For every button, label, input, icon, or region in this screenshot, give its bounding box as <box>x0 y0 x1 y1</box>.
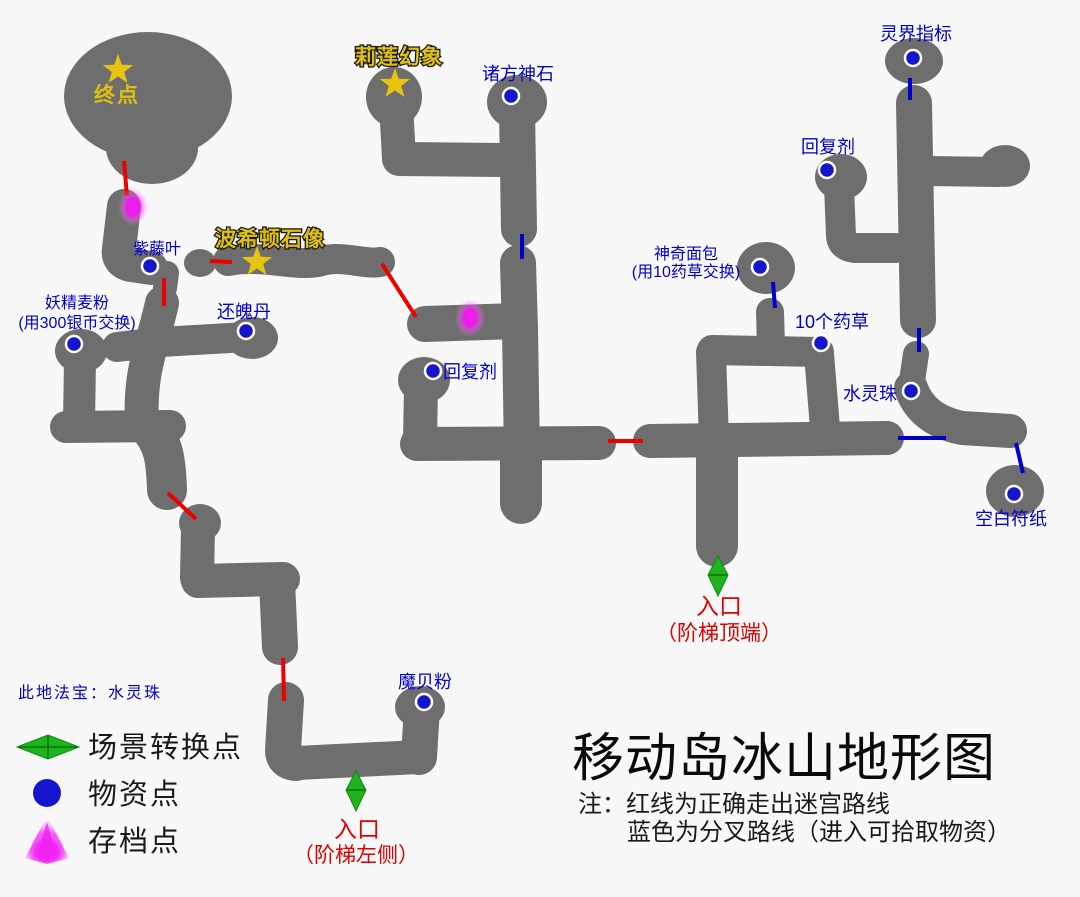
label-recovery-mid: 回复剂 <box>443 362 497 382</box>
red-segment <box>380 262 418 319</box>
right-column <box>896 85 936 338</box>
red-segment <box>166 491 198 521</box>
label-spirit-indicator: 灵界指标 <box>880 24 952 44</box>
label-wisteria-leaf: 紫藤叶 <box>133 240 181 258</box>
mid-column-upper <box>499 92 537 247</box>
legend-scene-transition-label: 场景转换点 <box>88 731 243 764</box>
map-labels: 终点 莉莲幻象 波希顿石像 诸方神石 灵界指标 回复剂 神奇面包 (用10药草交… <box>18 24 1047 867</box>
bottom-right-corridor <box>633 421 904 458</box>
legend-treasure-note: 此地法宝：水灵珠 <box>18 684 162 702</box>
supply-dot-icon <box>423 361 443 381</box>
save-flame-icon <box>118 188 148 226</box>
u-bar <box>279 740 436 780</box>
right-column-tip <box>902 308 934 331</box>
note-line-2: 蓝色为分叉路线（进入可拾取物资） <box>627 819 1011 846</box>
label-ten-herbs: 10个药草 <box>795 312 869 332</box>
note-line-1: 注：红线为正确走出迷宫路线 <box>578 791 890 818</box>
label-water-pearl: 水灵珠 <box>843 384 897 404</box>
supply-dot-icon <box>501 86 521 106</box>
label-magic-bread-1: 神奇面包 <box>654 245 718 263</box>
supply-dot-icon <box>1004 484 1024 504</box>
blue-segment <box>771 281 777 309</box>
supply-dot-icon <box>901 381 921 401</box>
label-entrance-top-2: （阶梯顶端） <box>656 622 782 645</box>
transition-arrow-legend-icon <box>15 734 81 760</box>
junction-blob <box>184 249 216 277</box>
label-poseidon-statue: 波希顿石像 <box>215 227 325 251</box>
label-zhufang-stone: 诸方神石 <box>482 64 554 84</box>
label-recovery-right: 回复剂 <box>801 137 855 157</box>
label-blank-talisman: 空白符纸 <box>975 509 1047 529</box>
label-shell-powder: 魔贝粉 <box>398 672 452 692</box>
label-entrance-top-1: 入口 <box>696 593 742 619</box>
bread-stub <box>756 298 785 360</box>
s-path-v2 <box>259 563 298 665</box>
wisteria-corridor <box>101 189 168 285</box>
supply-dot-icon <box>236 321 256 341</box>
supply-dot-icon <box>750 257 770 277</box>
supply-dot-legend-icon <box>33 779 61 807</box>
lilian-corridor-h <box>382 142 520 177</box>
label-fairy-flour-1: 妖精麦粉 <box>45 294 109 312</box>
supply-dot-icon <box>414 692 434 712</box>
save-points <box>118 188 485 337</box>
legend-supply-point-label: 物资点 <box>88 778 181 811</box>
label-endpoint: 终点 <box>94 83 140 107</box>
title-block: 移动岛冰山地形图 注：红线为正确走出迷宫路线 蓝色为分叉路线（进入可拾取物资） <box>572 730 1011 846</box>
supply-dot-icon <box>817 160 837 180</box>
blue-segment <box>1014 442 1025 474</box>
label-entrance-left-1: 入口 <box>334 816 380 842</box>
page-title: 移动岛冰山地形图 <box>572 730 996 788</box>
supply-dot-icon <box>140 256 160 276</box>
red-segment <box>281 657 286 702</box>
supply-dot-icon <box>903 48 923 68</box>
supply-dot-icon <box>64 334 84 354</box>
supply-dot-icon <box>811 333 831 353</box>
save-flame-legend-icon <box>25 816 69 864</box>
label-fairy-flour-2: (用300银币交换) <box>18 314 135 332</box>
save-flame-icon <box>455 299 485 337</box>
label-soul-pill: 还魄丹 <box>217 302 271 322</box>
legend-save-point-label: 存档点 <box>88 825 181 858</box>
label-magic-bread-2: (用10药草交换) <box>632 263 740 281</box>
label-lilian-illusion: 莉莲幻象 <box>355 45 443 69</box>
pearl-corridor-b <box>894 371 1027 448</box>
recovery-mid-corridor <box>403 369 438 458</box>
endpoint-chamber-lower <box>106 112 198 184</box>
loop-right <box>804 339 841 455</box>
route-blue-segments <box>520 78 1025 474</box>
recovery-right-corridor <box>824 171 910 263</box>
soul-pill-arm <box>102 322 262 362</box>
legend: 此地法宝：水灵珠 场景转换点 物资点 存档点 <box>15 684 243 864</box>
right-arm-knob <box>980 145 1030 187</box>
bulge-corridor <box>130 408 187 510</box>
loop-left <box>696 337 729 456</box>
label-entrance-left-2: （阶梯左侧） <box>293 844 419 867</box>
red-segment <box>209 259 233 264</box>
supply-points <box>64 48 1024 712</box>
left-main-corridor <box>124 286 179 441</box>
